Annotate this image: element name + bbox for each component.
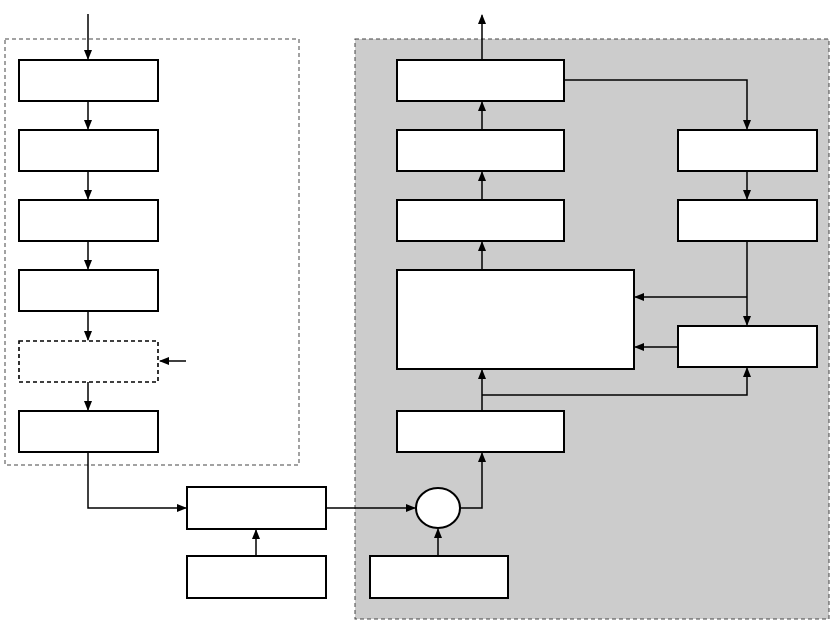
left-block-2 (18, 129, 159, 172)
right-block-third (396, 199, 565, 242)
right-large-block (396, 269, 635, 370)
far-right-block-3 (677, 325, 818, 368)
arrow-lower-to-far-right-3 (482, 367, 751, 396)
left-block-6 (18, 410, 159, 453)
arrow-left-6-to-middle (87, 452, 187, 512)
left-block-1 (18, 59, 159, 102)
middle-block (186, 486, 327, 530)
left-block-3 (18, 199, 159, 242)
left-block-4 (18, 269, 159, 312)
far-right-block-2 (677, 199, 818, 242)
bottom-left-block (186, 555, 327, 599)
right-block-second (396, 129, 565, 172)
summing-junction (415, 487, 461, 529)
left-block-5-dashed (18, 340, 159, 383)
left-dashed-group (4, 38, 300, 466)
right-block-top (396, 59, 565, 102)
far-right-block-1 (677, 129, 818, 172)
bottom-center-block (369, 555, 509, 599)
right-lower-block (396, 410, 565, 453)
arrow-junction-to-lower-block (460, 452, 486, 509)
arrow-top-to-far-right-1 (564, 79, 751, 130)
